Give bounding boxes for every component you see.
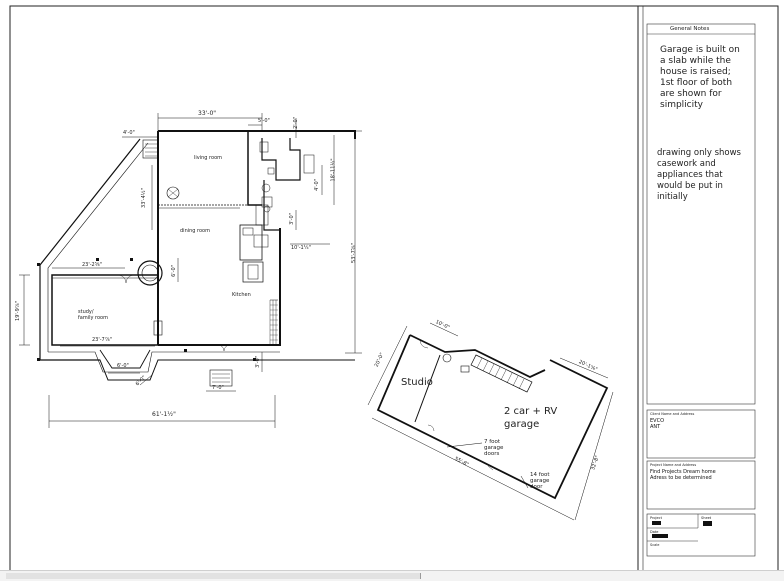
dim-3c: 3'-0" bbox=[254, 356, 261, 368]
project-label: Project Name and Address bbox=[650, 463, 697, 467]
client-box bbox=[646, 409, 756, 459]
project-box bbox=[646, 460, 756, 510]
dim-10-1: 10'-1¼" bbox=[291, 245, 311, 251]
dim-33: 33'-0" bbox=[198, 110, 217, 117]
garage-door-7-label: 7 foot garage doors bbox=[484, 439, 504, 457]
studio-label: Studio bbox=[401, 377, 433, 388]
dim-18-11: 18'-11½" bbox=[330, 158, 337, 182]
client-label: Client Name and Address bbox=[650, 412, 695, 416]
dim-53: 53'-7⅝" bbox=[350, 243, 357, 263]
house-plan bbox=[19, 113, 362, 428]
dim-61: 61'-1½" bbox=[152, 411, 176, 418]
dim-6: 6'-0" bbox=[170, 265, 177, 277]
date-field: Date bbox=[650, 530, 659, 534]
info-box bbox=[646, 513, 756, 557]
kitchen-label: Kitchen bbox=[232, 292, 251, 298]
dim-6b: 6'-0" bbox=[117, 363, 129, 369]
dim-4: 4'-0" bbox=[123, 130, 135, 136]
living-room-label: living room bbox=[194, 155, 222, 161]
dim-4b: 4'-0" bbox=[313, 179, 320, 191]
general-note-2: drawing only shows casework and applianc… bbox=[657, 148, 741, 202]
sheet-field: Sheet bbox=[701, 516, 712, 520]
dim-19-9: 19'-9⅞" bbox=[14, 301, 21, 321]
garage-plan bbox=[367, 322, 614, 521]
dim-23-7: 23'-7⅞" bbox=[92, 337, 112, 343]
redacted-date bbox=[652, 534, 668, 538]
dim-2: 2'-0" bbox=[292, 117, 299, 129]
dim-7: 7'-0" bbox=[212, 385, 224, 391]
garage-door-14-label: 14 foot garage door bbox=[530, 472, 550, 490]
redacted-project bbox=[652, 521, 661, 525]
general-note-1: Garage is built on a slab while the hous… bbox=[660, 45, 740, 110]
study-label: study/ family room bbox=[78, 309, 108, 321]
dim-3b: 3'-0" bbox=[288, 213, 295, 225]
dim-23-2: 23'-2⅝" bbox=[82, 262, 102, 268]
dining-room-label: dining room bbox=[180, 228, 210, 234]
notes-title: General Notes bbox=[670, 26, 710, 32]
general-notes-box bbox=[646, 23, 756, 405]
redacted-sheet bbox=[703, 521, 712, 526]
scrollbar-thumb[interactable] bbox=[6, 573, 421, 579]
scale-field: Scale bbox=[650, 543, 660, 547]
dim-33-half: 33'-4½" bbox=[140, 188, 147, 208]
horizontal-scrollbar[interactable] bbox=[0, 570, 784, 581]
dim-5: 5'-0" bbox=[258, 118, 270, 124]
project-field: Project bbox=[650, 516, 662, 520]
garage-label: 2 car + RV garage bbox=[504, 406, 558, 430]
client-value: EVCO ANT bbox=[650, 418, 665, 430]
project-value: Find Projects Dream home Adress to be de… bbox=[650, 469, 716, 481]
